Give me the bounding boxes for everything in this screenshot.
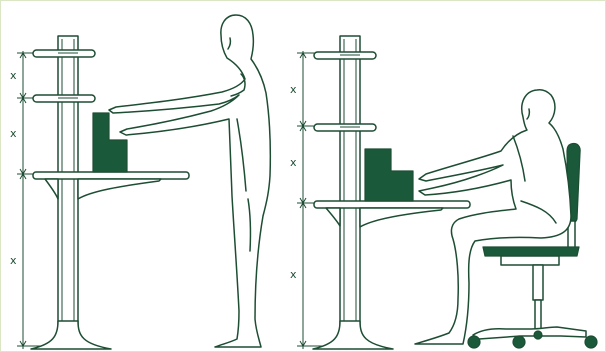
seated-workstation: x x x	[290, 36, 597, 349]
standing-workstation: x x x	[10, 15, 270, 349]
standing-top-shelf	[33, 50, 95, 57]
standing-work-surface	[33, 172, 189, 199]
seated-top-shelf	[314, 52, 376, 59]
seated-person	[415, 90, 571, 344]
seated-storage-boxes	[365, 149, 413, 201]
standing-middle-shelf	[33, 95, 95, 102]
standing-storage-boxes	[93, 113, 127, 172]
seated-dimension-line	[297, 51, 323, 349]
standing-dim-label-middle: x	[10, 127, 17, 140]
seated-dim-label-middle: x	[290, 156, 297, 169]
seated-work-surface	[314, 201, 470, 227]
standing-dim-label-top: x	[10, 69, 17, 82]
seated-dim-label-bottom: x	[290, 268, 297, 281]
standing-column	[31, 36, 111, 349]
standing-dim-label-bottom: x	[10, 254, 17, 267]
seated-middle-shelf	[314, 124, 376, 131]
seated-dim-label-top: x	[290, 83, 297, 96]
